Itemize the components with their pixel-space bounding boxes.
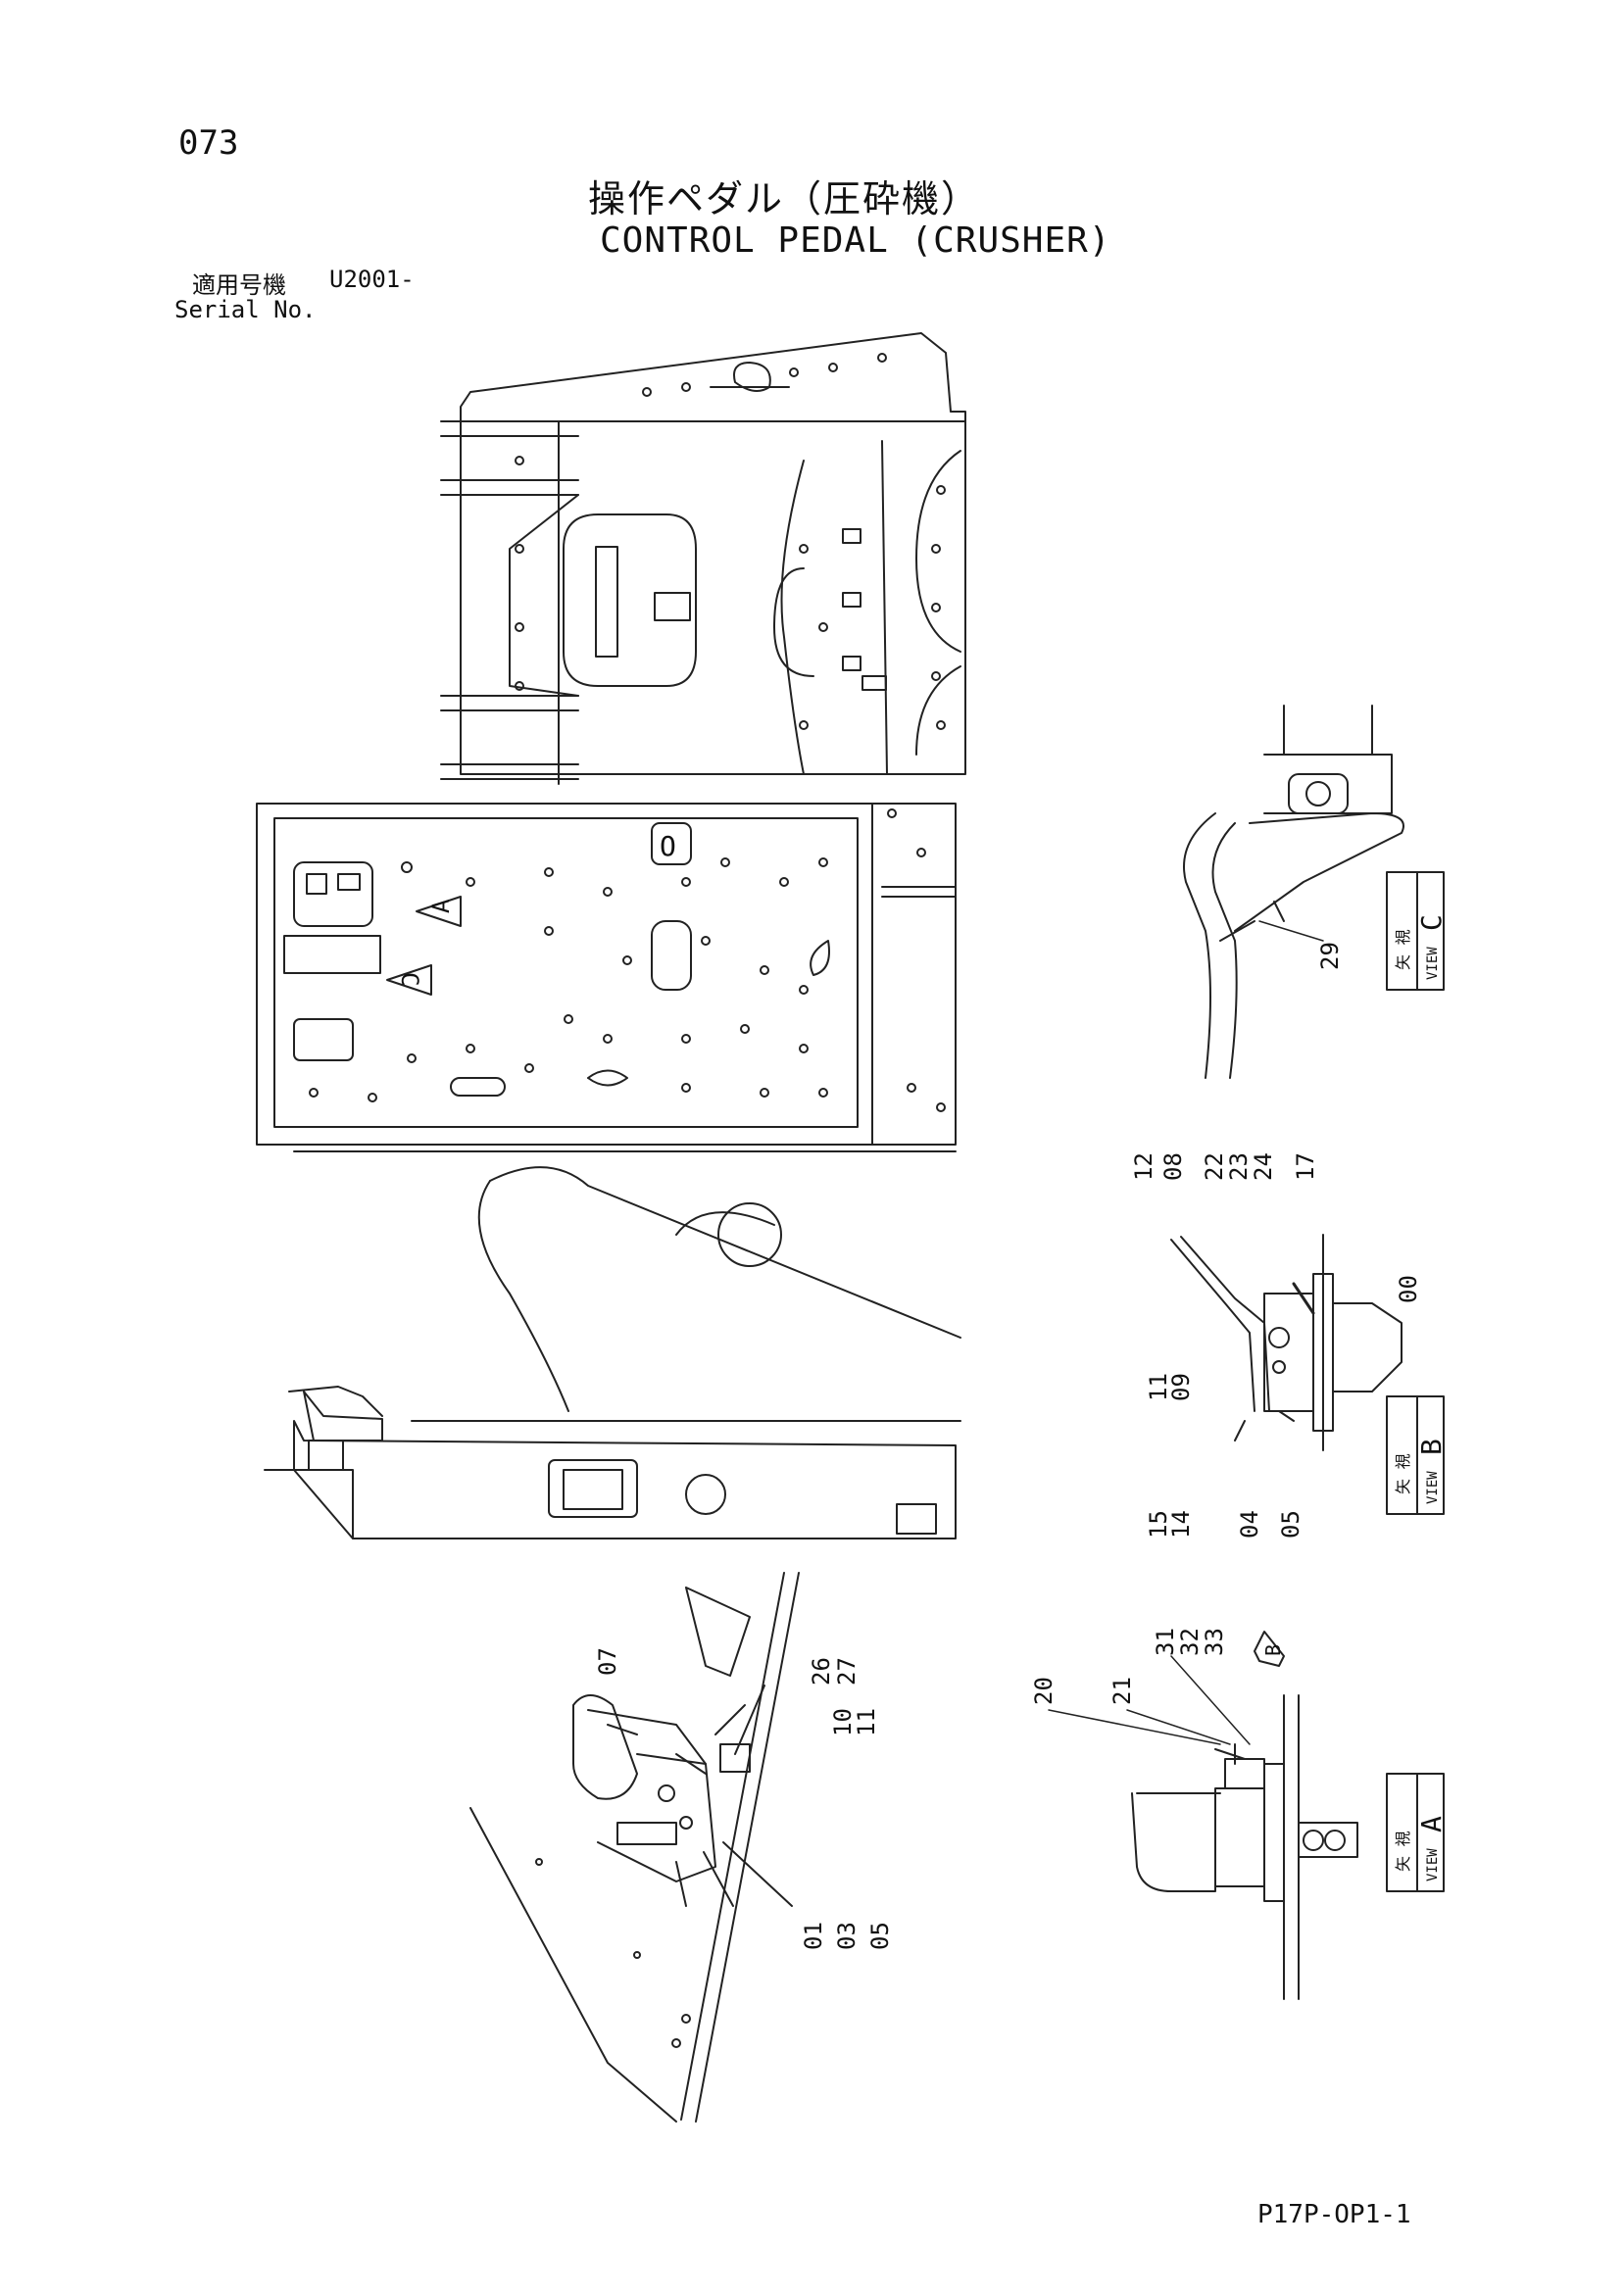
view-b-detail: 12 08 22 23 24 17 00 11 09 15 14 04 05 矢… — [1130, 1152, 1448, 1539]
view-a-callout-33: 33 — [1201, 1628, 1228, 1656]
callout-29: 29 — [1316, 942, 1344, 970]
view-a-label-jp: 矢 視 — [1394, 1831, 1412, 1872]
view-b-letter: B — [1415, 1439, 1448, 1455]
view-b-callout-22: 22 — [1201, 1152, 1228, 1181]
view-a-marker-b: B — [1261, 1644, 1285, 1656]
serial-label-english: Serial No. — [174, 296, 317, 323]
view-a-label-en: VIEW — [1425, 1848, 1441, 1881]
callout-27: 27 — [833, 1657, 861, 1685]
view-b-callout-00: 00 — [1395, 1275, 1422, 1303]
side-elevation-view — [264, 1166, 961, 1539]
serial-value: U2001- — [329, 266, 415, 293]
view-b-label-en: VIEW — [1425, 1471, 1441, 1504]
view-a-callout-31: 31 — [1152, 1628, 1179, 1656]
view-b-callout-08: 08 — [1159, 1152, 1187, 1181]
view-b-callout-05: 05 — [1277, 1510, 1304, 1539]
view-b-callout-12: 12 — [1130, 1152, 1157, 1181]
view-c-letter: C — [1415, 914, 1448, 931]
callout-01: 01 — [800, 1922, 827, 1950]
view-c-label-jp: 矢 視 — [1394, 929, 1412, 970]
view-b-callout-15: 15 — [1145, 1510, 1172, 1539]
view-c-detail: 29 矢 視 VIEW C — [1183, 705, 1448, 1079]
view-c-label-en: VIEW — [1425, 947, 1441, 980]
upper-frame — [440, 332, 966, 785]
view-a-callout-20: 20 — [1030, 1677, 1058, 1705]
callout-10: 10 — [829, 1708, 857, 1736]
title-english: CONTROL PEDAL (CRUSHER) — [600, 220, 1111, 261]
view-b-callout-24: 24 — [1250, 1152, 1277, 1181]
callout-03: 03 — [833, 1922, 861, 1950]
floor-plan-view: A C O — [256, 803, 957, 1152]
title-japanese: 操作ペダル（圧砕機） — [588, 177, 981, 220]
plan-marker-c: C — [396, 972, 423, 986]
view-b-callout-17: 17 — [1292, 1152, 1319, 1181]
pedal-callout-labels: 07 26 27 10 11 01 03 05 — [594, 1647, 894, 1950]
serial-label-japanese: 適用号機 — [192, 271, 286, 299]
view-a-detail: B 20 21 31 32 33 矢 視 VIEW A — [1030, 1628, 1448, 2000]
callout-05: 05 — [866, 1922, 894, 1950]
pedal-isometric-view: 07 26 27 10 11 01 03 05 — [469, 1572, 894, 2123]
callout-07: 07 — [594, 1647, 621, 1676]
callout-26: 26 — [808, 1657, 835, 1685]
view-a-callout-21: 21 — [1108, 1677, 1136, 1705]
view-a-letter: A — [1415, 1816, 1448, 1832]
view-b-label-jp: 矢 視 — [1394, 1453, 1412, 1494]
view-b-callout-14: 14 — [1167, 1510, 1195, 1539]
plan-marker-a: A — [427, 899, 455, 913]
drawing-code: P17P-OP1-1 — [1257, 2200, 1411, 2229]
plan-marker-o: O — [660, 830, 676, 862]
callout-11: 11 — [853, 1708, 880, 1736]
view-b-callout-09: 09 — [1167, 1373, 1195, 1401]
view-b-callout-23: 23 — [1225, 1152, 1253, 1181]
view-b-callout-11: 11 — [1145, 1373, 1172, 1401]
page-number: 073 — [178, 123, 239, 163]
view-a-callout-32: 32 — [1176, 1628, 1204, 1656]
view-b-callout-04: 04 — [1236, 1510, 1263, 1539]
